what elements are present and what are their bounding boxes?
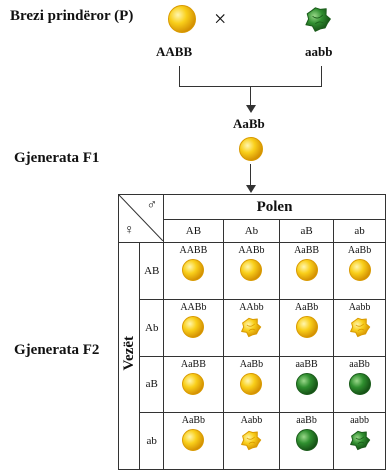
yellow-round-pea-icon (182, 315, 205, 338)
parent1-genotype: AABB (156, 44, 193, 59)
yellow-round-pea-icon (168, 5, 196, 33)
yellow-round-pea-icon (182, 372, 205, 395)
punnett-cell: aaBb (279, 412, 335, 470)
punnett-cell: aaBb (333, 355, 386, 414)
cell-genotype: AABb (238, 245, 265, 256)
punnett-cell: aabb (333, 412, 386, 470)
f2-label: Gjenerata F2 (14, 342, 100, 358)
punnett-cell: AaBb (163, 412, 224, 470)
green-round-pea-icon (348, 372, 371, 395)
punnett-cell: AaBB (279, 242, 335, 300)
yellow-round-pea-icon (295, 315, 318, 338)
yellow-round-pea-icon (295, 259, 318, 281)
punnett-row: aB AaBB AaBb aaBB aaBb (119, 355, 386, 414)
cell-genotype: aabb (350, 415, 369, 427)
cross-symbol: × (214, 6, 227, 31)
pollen-gamete-header: aB (279, 219, 335, 243)
connector-line (250, 86, 251, 106)
cell-genotype: Aabb (240, 415, 263, 427)
pollen-gamete-header: Ab (222, 219, 281, 243)
egg-gamete-header: ab (139, 412, 164, 470)
punnett-cell: AAbb (222, 298, 281, 357)
yellow-round-pea-icon (240, 372, 263, 395)
punnett-square: ♂ ♀ Polen AB Ab aB ab Vezët AB AABB AABb… (117, 194, 386, 470)
parent1-pea (166, 2, 198, 34)
f1-label: Gjenerata F1 (14, 150, 100, 166)
punnett-cell: AaBb (333, 242, 386, 300)
punnett-cell: AaBB (163, 355, 224, 414)
cell-genotype: aaBb (296, 415, 317, 427)
yellow-wrinkled-pea-icon (241, 431, 262, 451)
cell-genotype: Aabb (348, 301, 371, 313)
green-round-pea-icon (295, 372, 318, 395)
punnett-row: Ab AABb AAbb AaBb Aabb (119, 298, 386, 357)
yellow-round-pea-icon (182, 259, 205, 281)
cell-genotype: AaBb (347, 245, 372, 256)
yellow-wrinkled-pea-icon (241, 317, 262, 337)
yellow-round-pea-icon (348, 259, 371, 281)
connector-line (250, 164, 251, 186)
diagonal-divider (119, 195, 163, 241)
pollen-gamete-header: ab (333, 219, 386, 243)
parents-label: Brezi prindëror (P) (10, 8, 134, 24)
polen-header: Polen (163, 194, 386, 220)
egg-gamete-header: Ab (139, 298, 164, 357)
cell-genotype: AABb (180, 301, 207, 313)
punnett-cell: Aabb (333, 298, 386, 357)
green-wrinkled-pea-icon (305, 7, 331, 32)
punnett-row: Vezët AB AABB AABb AaBB AaBb (117, 242, 386, 470)
egg-gamete-header: AB (139, 242, 164, 300)
punnett-cell: AABB (163, 242, 224, 300)
punnett-cell: AABb (163, 298, 224, 357)
corner-cell: ♂ ♀ (118, 194, 164, 243)
f1-pea (237, 134, 265, 162)
cell-genotype: AABB (179, 245, 208, 256)
punnett-cell: Aabb (222, 412, 281, 470)
yellow-round-pea-icon (240, 259, 263, 281)
pollen-gamete-header: AB (163, 219, 224, 243)
vezet-label: Vezët (120, 336, 137, 371)
male-symbol-icon: ♂ (146, 198, 158, 213)
green-round-pea-icon (295, 429, 318, 452)
punnett-row: ab AaBb Aabb aaBb aabb (119, 412, 386, 470)
yellow-round-pea-icon (182, 429, 205, 452)
punnett-cell: AABb (222, 242, 281, 300)
parent2-pea (302, 2, 334, 34)
parent2-genotype: aabb (305, 44, 333, 59)
cell-genotype: AaBb (239, 358, 264, 370)
cell-genotype: aaBb (349, 358, 370, 370)
cell-genotype: AaBB (180, 358, 206, 370)
cell-genotype: AAbb (239, 301, 264, 313)
punnett-cell: AaBb (222, 355, 281, 414)
cell-genotype: AaBb (181, 415, 206, 427)
punnett-cell: aaBB (279, 355, 335, 414)
yellow-wrinkled-pea-icon (349, 317, 370, 337)
cell-genotype: AaBb (294, 301, 319, 313)
cell-genotype: aaBB (295, 358, 318, 370)
f1-genotype: AaBb (233, 116, 265, 131)
yellow-round-pea-icon (239, 137, 263, 161)
connector-line (321, 66, 322, 86)
egg-gamete-header: aB (139, 355, 164, 414)
vezet-header: Vezët (117, 242, 141, 470)
arrow-down-icon (246, 185, 256, 193)
punnett-cell: AaBb (279, 298, 335, 357)
cell-genotype: AaBB (294, 245, 320, 256)
female-symbol-icon: ♀ (124, 223, 135, 238)
arrow-down-icon (246, 105, 256, 113)
connector-line (179, 66, 180, 86)
green-wrinkled-pea-icon (349, 431, 370, 451)
